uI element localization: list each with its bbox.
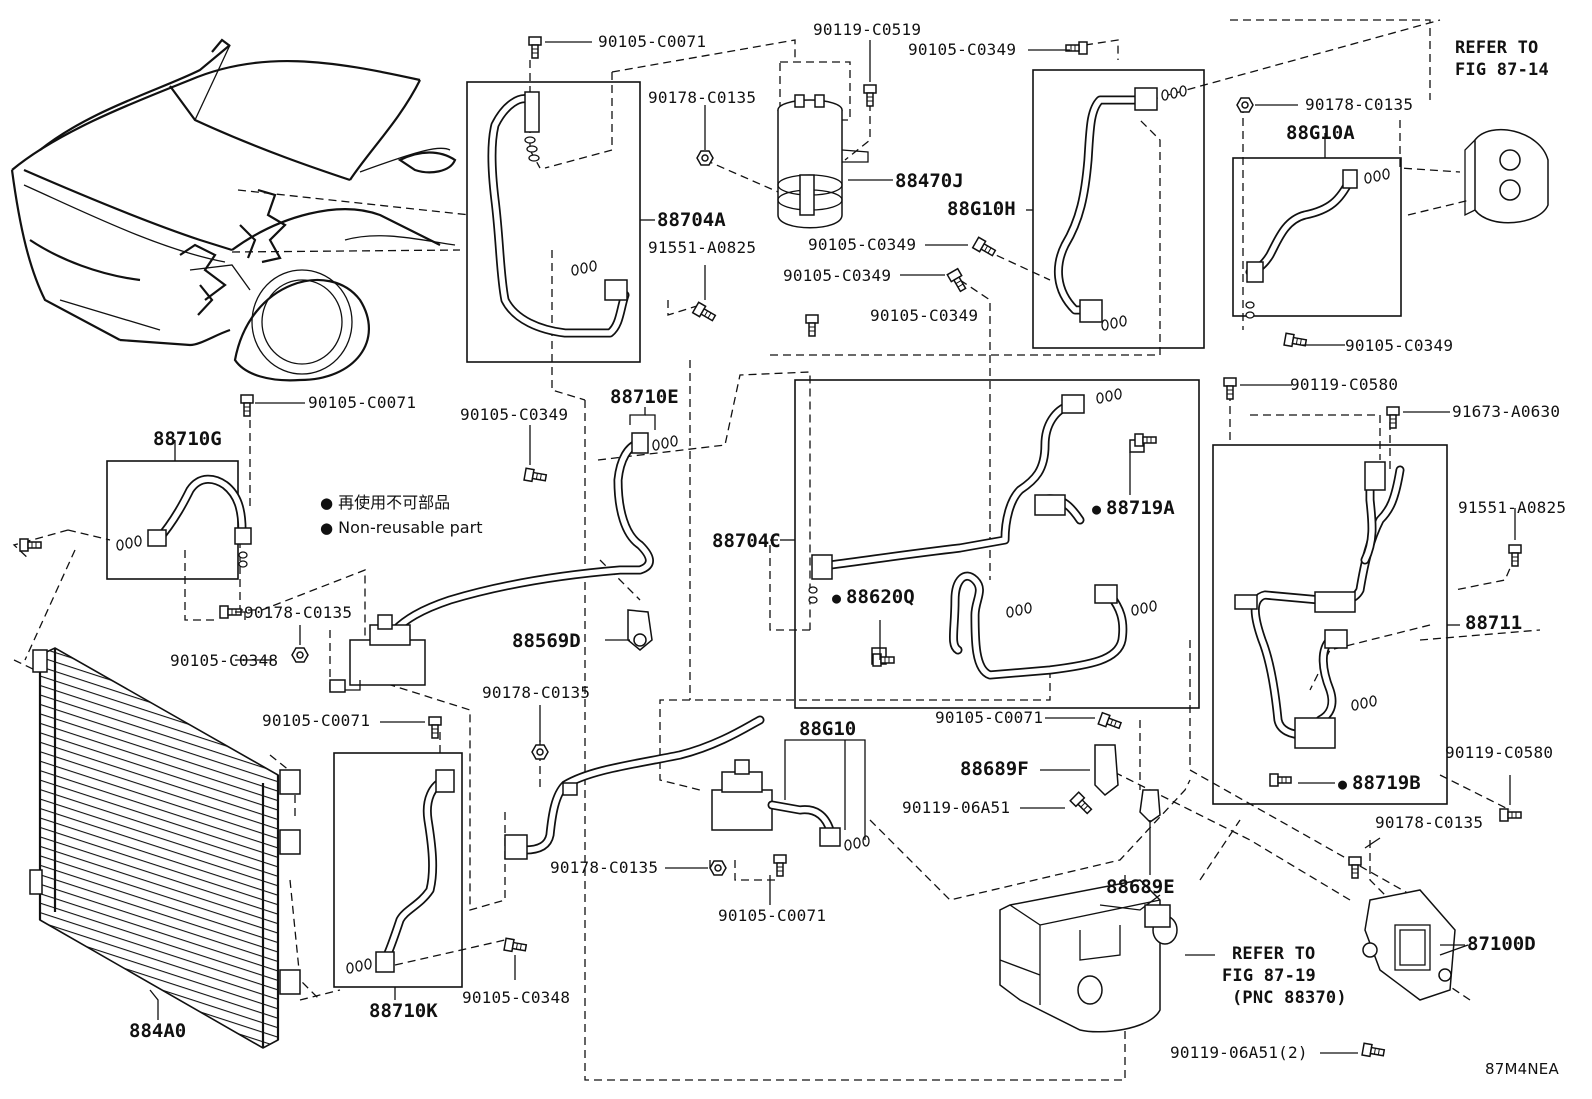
reference-fig-87-14-line2: FIG 87-14 <box>1455 60 1549 80</box>
label-88689E: 88689E <box>1106 876 1175 898</box>
label-90105-C0071: 90105-C0071 <box>262 711 371 730</box>
pipe-88704C <box>808 388 1157 680</box>
label-91673-A0630: 91673-A0630 <box>1452 402 1561 421</box>
label-88710K: 88710K <box>369 1000 438 1022</box>
label-87100D: 87100D <box>1467 933 1536 955</box>
reference-fig-87-14-line1: REFER TO <box>1455 38 1539 58</box>
legend-en: Non-reusable part <box>320 520 482 536</box>
label-88689F: 88689F <box>960 758 1029 780</box>
label-88710E: 88710E <box>610 386 679 408</box>
leader-lines <box>149 40 1516 1054</box>
label-88G10H: 88G10H <box>947 198 1016 220</box>
label-90119-C0580: 90119-C0580 <box>1290 375 1399 394</box>
box-88710K <box>333 752 463 988</box>
reference-fig-87-19-line3: (PNC 88370) <box>1232 988 1347 1008</box>
label-884A0: 884A0 <box>129 1020 187 1042</box>
pipe-88G10H <box>1053 85 1187 331</box>
label-88704A: 88704A <box>657 209 726 231</box>
inverter-87100D <box>1362 889 1469 1001</box>
label-90178-C0135: 90178-C0135 <box>244 603 353 622</box>
pipe-88711 <box>1234 461 1405 749</box>
box-88G10A <box>1232 157 1402 317</box>
label-90105-C0071: 90105-C0071 <box>718 906 827 925</box>
part-88569D <box>627 609 653 651</box>
label-90105-C0071: 90105-C0071 <box>935 708 1044 727</box>
box-88G10H <box>1032 69 1205 349</box>
label-88719B: 88719B <box>1338 774 1421 793</box>
bracket-88689F <box>1094 744 1119 796</box>
label-90178-C0135: 90178-C0135 <box>648 88 757 107</box>
valve-block-left <box>329 614 426 693</box>
label-88569D: 88569D <box>512 630 581 652</box>
label-90178-C0135: 90178-C0135 <box>550 858 659 877</box>
label-88711: 88711 <box>1465 612 1523 634</box>
reference-fig-87-19-line1: REFER TO <box>1232 944 1316 964</box>
vehicle-outline <box>10 38 471 382</box>
condenser-884A0 <box>29 647 301 1049</box>
label-91551-A0825: 91551-A0825 <box>648 238 757 257</box>
label-91551-A0825: 91551-A0825 <box>1458 498 1567 517</box>
figure-code: 87M4NEA <box>1485 1060 1559 1078</box>
compressor <box>999 879 1178 1033</box>
pipe-88710K <box>346 769 455 974</box>
label-90178-C0135: 90178-C0135 <box>1305 95 1414 114</box>
label-90105-C0349: 90105-C0349 <box>783 266 892 285</box>
legend-jp: 再使用不可部品 <box>320 495 450 511</box>
label-90105-C0348: 90105-C0348 <box>462 988 571 1007</box>
label-90105-C0349: 90105-C0349 <box>870 306 979 325</box>
label-90178-C0135: 90178-C0135 <box>482 683 591 702</box>
box-88704C <box>794 379 1200 709</box>
pipe-88710E <box>390 432 678 635</box>
label-88G10A: 88G10A <box>1286 122 1355 144</box>
label-88710G: 88710G <box>153 428 222 450</box>
label-90119-06A51-2: 90119-06A51(2) <box>1170 1043 1308 1062</box>
label-88719A: 88719A <box>1092 499 1175 518</box>
label-90105-C0348: 90105-C0348 <box>170 651 279 670</box>
label-90178-C0135: 90178-C0135 <box>1375 813 1484 832</box>
bracket-88689E <box>1139 789 1161 823</box>
pipe-88G10 <box>504 715 870 860</box>
label-90105-C0071: 90105-C0071 <box>308 393 417 412</box>
label-90105-C0349: 90105-C0349 <box>908 40 1017 59</box>
box-88711 <box>1212 444 1448 805</box>
reference-fig-87-19-line2: FIG 87-19 <box>1222 966 1316 986</box>
receiver-dryer-88470J <box>777 94 869 229</box>
pipe-88G10A <box>1245 168 1390 319</box>
label-88620Q: 88620Q <box>832 588 915 607</box>
label-90105-C0349: 90105-C0349 <box>808 235 917 254</box>
label-88704C: 88704C <box>712 530 781 552</box>
pipe-88704A <box>487 91 630 338</box>
label-90119-C0580: 90119-C0580 <box>1445 743 1554 762</box>
dashed-connections <box>12 19 1541 1081</box>
label-90119-06A51: 90119-06A51 <box>902 798 1011 817</box>
label-90105-C0071: 90105-C0071 <box>598 32 707 51</box>
label-90119-C0519: 90119-C0519 <box>813 20 922 39</box>
pipe-88710G <box>116 474 252 568</box>
label-90105-C0349: 90105-C0349 <box>1345 336 1454 355</box>
cooler-unit-flange <box>1464 128 1549 224</box>
label-90105-C0349: 90105-C0349 <box>460 405 569 424</box>
label-88470J: 88470J <box>895 170 964 192</box>
box-88704A <box>466 81 641 363</box>
label-88G10: 88G10 <box>799 718 857 740</box>
